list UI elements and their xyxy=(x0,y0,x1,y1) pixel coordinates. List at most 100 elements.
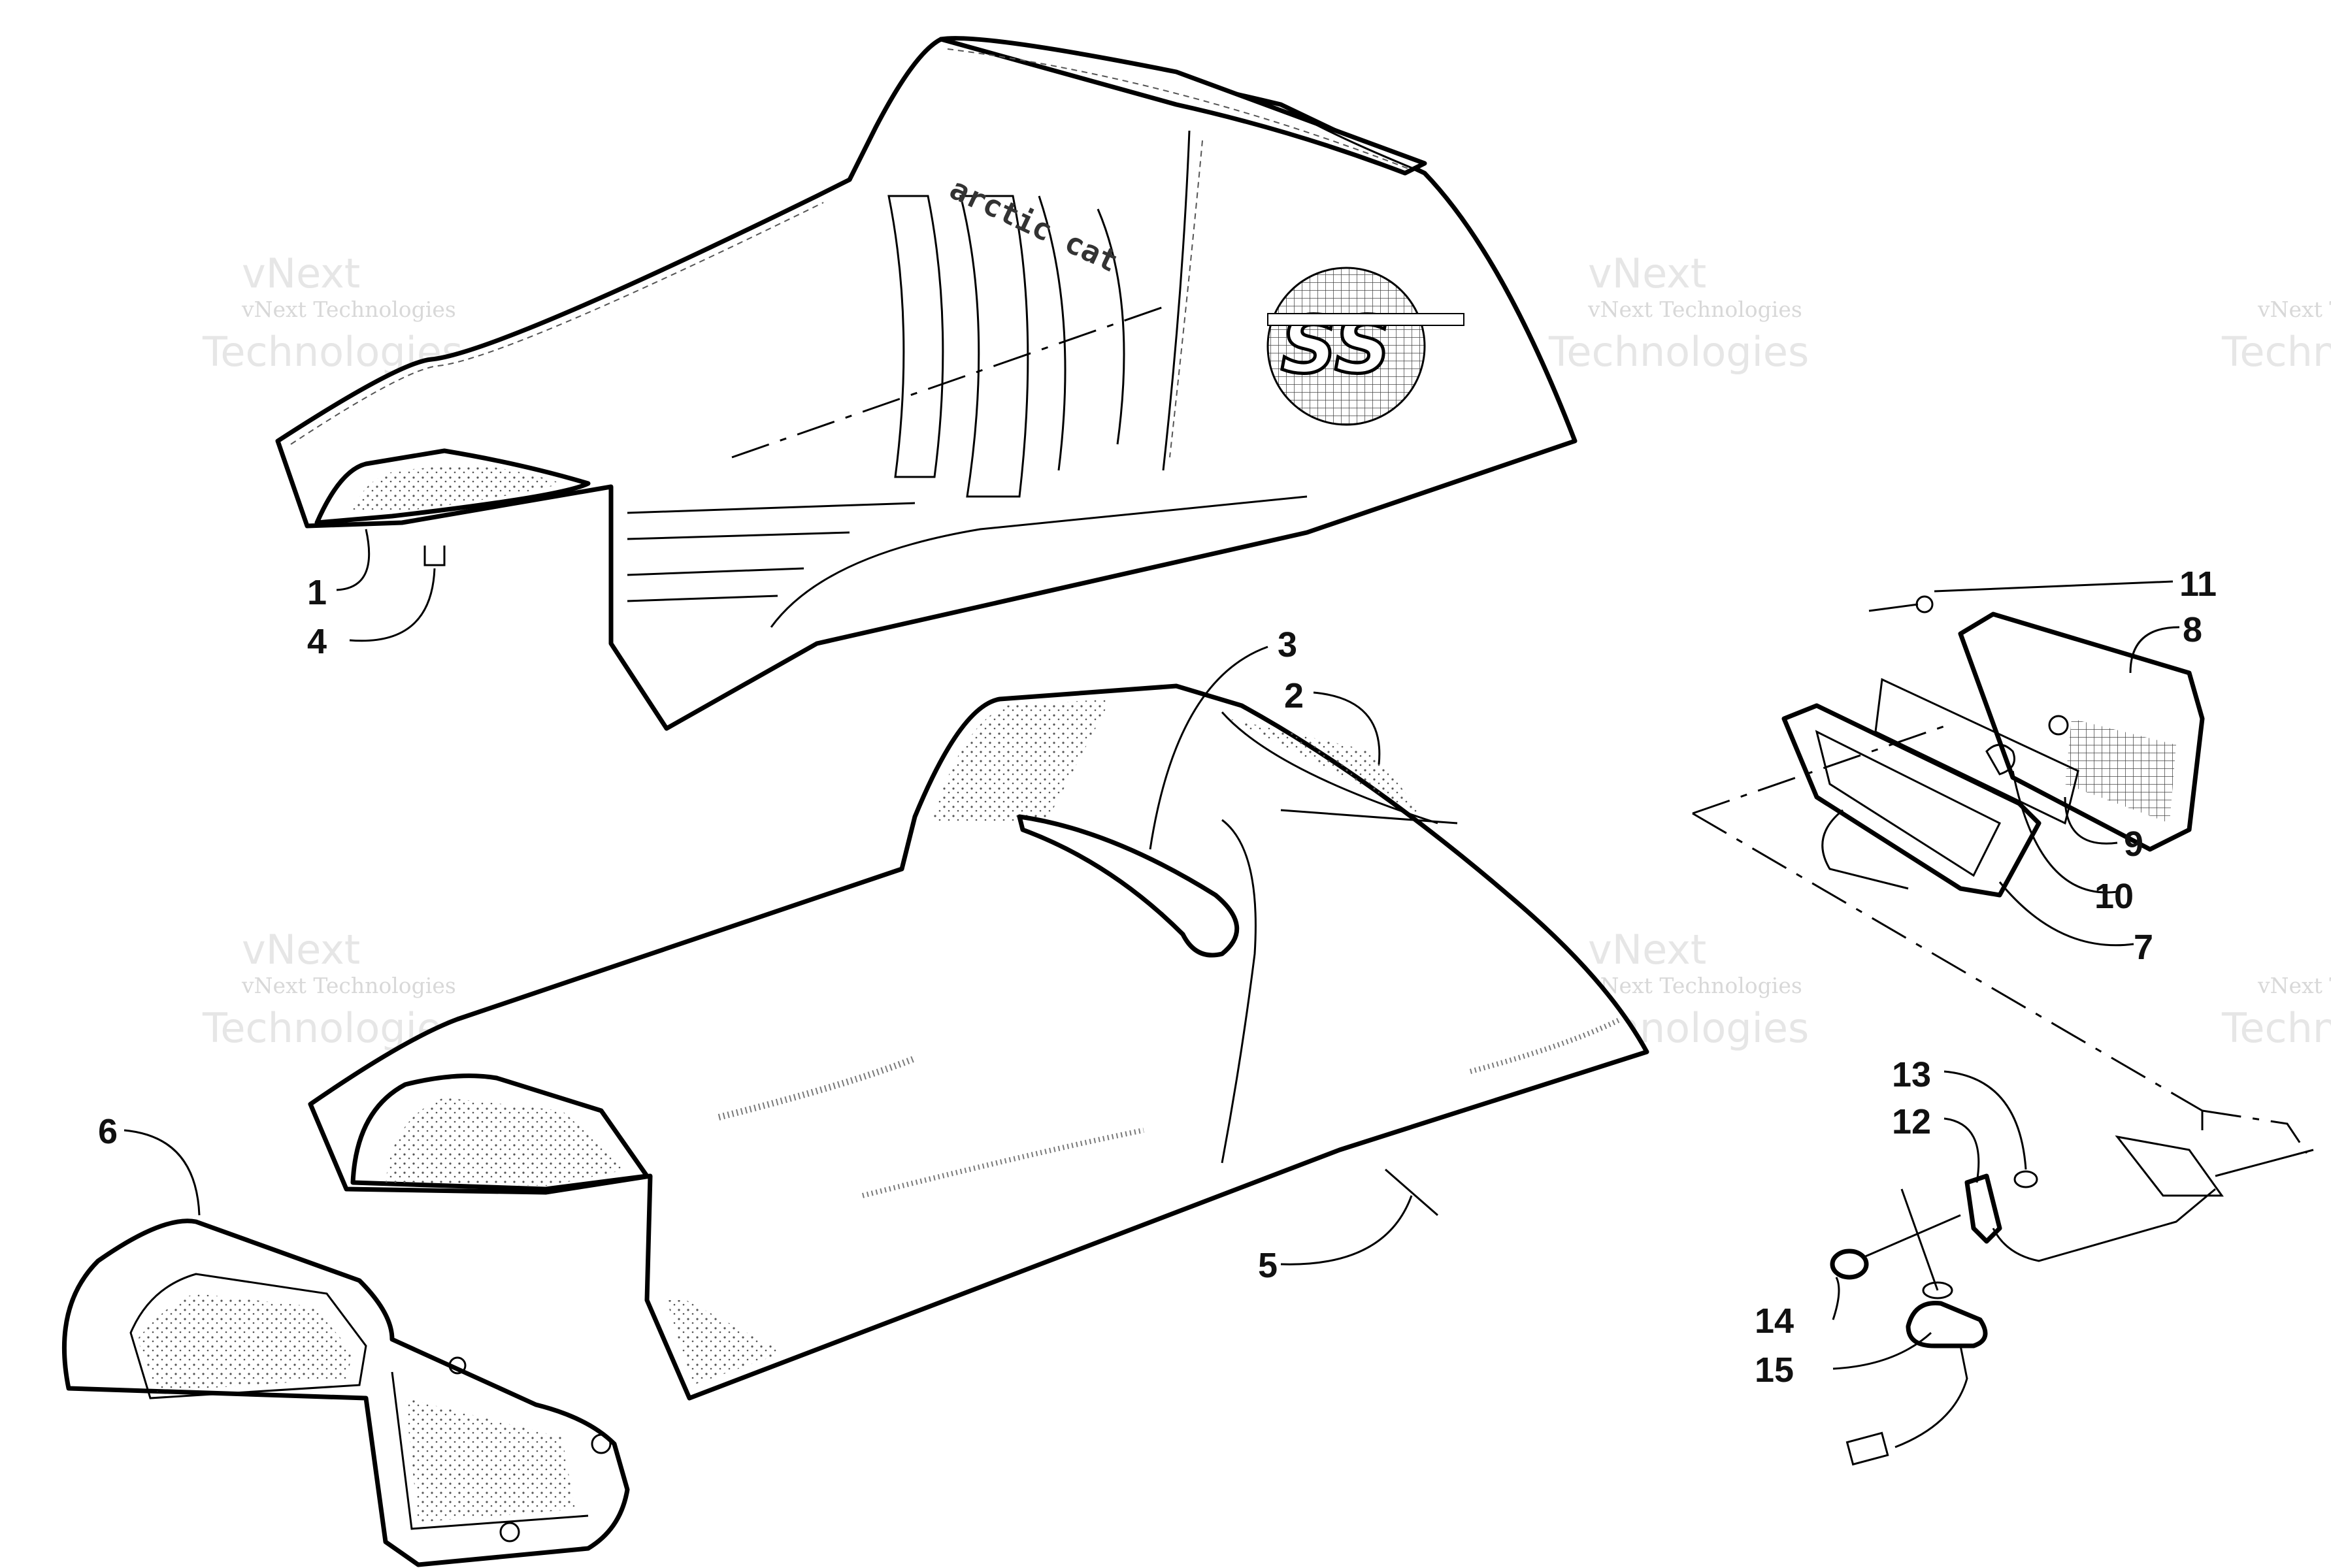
callout-labels: 1 2 3 4 5 6 7 8 9 10 11 12 13 14 15 xyxy=(98,564,2217,1390)
leader-2 xyxy=(1313,691,1381,765)
foam-rear-top-stipple xyxy=(1229,719,1425,817)
seat-lower-seam xyxy=(770,495,1308,628)
seat-pan-stud xyxy=(448,1356,467,1375)
foam-rear-stipple xyxy=(931,699,1111,823)
seat-stripe-line xyxy=(1097,208,1125,445)
ss-badge: SS xyxy=(1266,267,1464,426)
seat-pan-assembly xyxy=(61,1218,630,1567)
wire-end xyxy=(2215,1149,2314,1177)
seat-groove xyxy=(627,502,916,514)
taillight-lens-grid xyxy=(2065,719,2176,823)
watermark-edge: Techn xyxy=(2221,328,2331,376)
leader-11 xyxy=(1934,580,2174,593)
leader-lines xyxy=(124,529,2180,1370)
callout-5: 5 xyxy=(1258,1246,1278,1285)
watermark-line: vNext Technologies xyxy=(1587,973,1802,998)
seat-center-line xyxy=(731,306,1164,459)
callout-14: 14 xyxy=(1755,1301,1794,1341)
seat-stripe xyxy=(959,195,1029,498)
leader-4 xyxy=(349,568,436,642)
callout-9: 9 xyxy=(2124,825,2143,864)
seat-pan-inner xyxy=(129,1273,367,1399)
leader-1 xyxy=(336,529,371,591)
seat-groove xyxy=(627,531,850,540)
seat-cover-stitch xyxy=(290,202,824,445)
rod-part-5 xyxy=(1385,1168,1438,1217)
callout-7: 7 xyxy=(2134,928,2153,967)
washer-part-13 xyxy=(2013,1170,2038,1188)
watermark-vnext: vNext xyxy=(242,250,360,297)
bracket-part-12 xyxy=(1964,1173,2002,1244)
plug-connector xyxy=(1845,1431,1889,1466)
leader-14 xyxy=(1832,1277,1840,1320)
grommet-15-line xyxy=(1900,1188,1939,1291)
foam-seam xyxy=(1221,711,1438,825)
leader-15 xyxy=(1832,1331,1932,1370)
routing-line xyxy=(2202,1109,2308,1154)
seat-pan-rim xyxy=(391,1371,589,1530)
watermark-edge: vNext T xyxy=(2257,297,2331,322)
callout-12: 12 xyxy=(1892,1102,1931,1141)
leader-8 xyxy=(2129,626,2180,674)
seat-cover-stitch xyxy=(947,48,1412,171)
leader-3 xyxy=(1149,645,1268,850)
watermark-line: vNext Technologies xyxy=(241,297,456,322)
leader-12 xyxy=(1943,1117,1980,1183)
callout-3: 3 xyxy=(1278,625,1297,664)
plug-wire xyxy=(1894,1345,1968,1448)
connector-block xyxy=(2115,1135,2224,1197)
screw-part-11 xyxy=(1868,603,1919,612)
leader-10 xyxy=(2011,770,2118,894)
grommet-leader xyxy=(1862,1214,1961,1259)
ss-badge-bar xyxy=(1267,313,1464,326)
routing-line xyxy=(1692,812,2203,1112)
callout-2: 2 xyxy=(1284,676,1304,715)
bulb-part-10 xyxy=(1985,743,2015,776)
watermark-edge: vNext T xyxy=(2257,973,2331,998)
leader-13 xyxy=(1943,1070,2027,1170)
ss-badge-circle xyxy=(1266,267,1426,426)
callout-10: 10 xyxy=(2094,877,2134,916)
watermark-vnext: vNext xyxy=(242,926,360,973)
clip-part-4 xyxy=(423,546,446,566)
callout-4: 4 xyxy=(307,622,327,661)
seat-pan-stipple xyxy=(137,1294,353,1392)
seat-strap-part-3 xyxy=(1017,814,1240,958)
seat-groove xyxy=(627,567,804,576)
callout-13: 13 xyxy=(1892,1055,1931,1094)
watermark-line: vNext Technologies xyxy=(1587,297,1802,322)
foam-seam xyxy=(1280,809,1458,825)
seat-cover-outline xyxy=(275,37,1578,731)
leader-7 xyxy=(1998,881,2134,947)
leader-9 xyxy=(2064,796,2118,845)
pocket-stipple xyxy=(353,464,562,513)
gasket-part-9 xyxy=(1874,678,2079,825)
seat-cover-assembly: arctic cat SS xyxy=(275,36,1578,731)
callout-8: 8 xyxy=(2183,610,2202,649)
watermark-vnext: vNext xyxy=(1588,926,1706,973)
grommet-part-14 xyxy=(1830,1249,1869,1280)
screw-part-11-head xyxy=(1915,595,1934,613)
seat-pan-stud xyxy=(499,1522,520,1543)
leader-5 xyxy=(1280,1195,1413,1266)
seat-pan-stud xyxy=(591,1433,612,1454)
foam-pocket-stipple xyxy=(386,1098,627,1186)
grommet-part-15 xyxy=(1906,1300,1988,1348)
callout-1: 1 xyxy=(307,573,327,612)
seat-foam-assembly xyxy=(308,683,1649,1401)
callout-6: 6 xyxy=(98,1112,118,1151)
foam-seam xyxy=(1221,819,1257,1164)
callout-11: 11 xyxy=(2179,564,2217,604)
routing-line xyxy=(1692,724,1948,815)
callout-15: 15 xyxy=(1755,1350,1794,1390)
washer-part-15 xyxy=(1922,1281,1953,1299)
seat-pan-rim-stipple xyxy=(405,1398,575,1522)
watermark-vnext: vNext xyxy=(1588,250,1706,297)
watermark-line: vNext Technologies xyxy=(241,973,456,998)
seat-stripe-line xyxy=(1038,195,1066,471)
taillight-wire xyxy=(1821,809,1909,890)
lens-screw-hole xyxy=(2048,715,2069,736)
seat-groove xyxy=(627,595,778,602)
